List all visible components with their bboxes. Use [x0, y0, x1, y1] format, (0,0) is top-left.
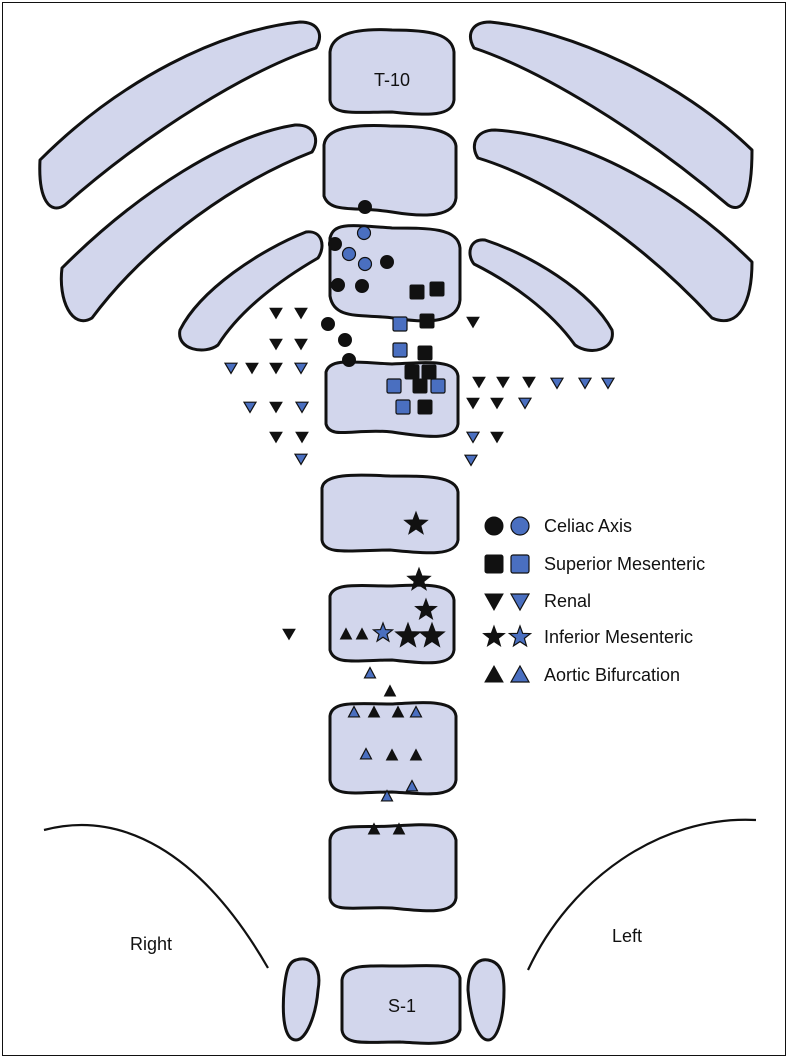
marker-renal-blue: [295, 454, 307, 464]
marker-renal-blue: [551, 378, 563, 388]
legend-renal-blue-marker: [511, 594, 529, 610]
marker-superior-mesenteric-black: [405, 365, 419, 379]
marker-renal-black: [491, 432, 503, 442]
legend-superior-blue-marker: [511, 555, 529, 573]
marker-celiac-black: [381, 256, 394, 269]
vertebra-t12: [330, 226, 460, 321]
label-s1: S-1: [388, 996, 416, 1016]
legend-label-inferior-mesenteric: Inferior Mesenteric: [544, 627, 693, 647]
marker-superior-mesenteric-black: [418, 346, 432, 360]
marker-celiac-blue: [358, 227, 371, 240]
legend-item-inferior-mesenteric: Inferior Mesenteric: [484, 626, 694, 647]
marker-superior-mesenteric-blue: [431, 379, 445, 393]
marker-renal-blue: [244, 402, 256, 412]
marker-celiac-black: [329, 238, 342, 251]
marker-celiac-black: [322, 318, 335, 331]
sacral-wing-left: [468, 960, 504, 1040]
marker-renal-blue: [519, 398, 531, 408]
legend-item-superior-mesenteric: Superior Mesenteric: [485, 554, 705, 574]
legend-item-celiac-axis: Celiac Axis: [485, 516, 632, 536]
legend-label-aortic-bifurcation: Aortic Bifurcation: [544, 665, 680, 685]
rib-left-3: [470, 240, 612, 351]
rib-right-3: [180, 232, 322, 350]
marker-renal-blue: [296, 402, 308, 412]
legend-label-superior-mesenteric: Superior Mesenteric: [544, 554, 705, 574]
iliac-crest-left: [528, 820, 756, 970]
marker-renal-blue: [579, 378, 591, 388]
legend-item-renal: Renal: [485, 591, 591, 611]
marker-celiac-black: [339, 334, 352, 347]
marker-celiac-black: [359, 201, 372, 214]
marker-renal-black: [467, 398, 479, 408]
legend-label-celiac: Celiac Axis: [544, 516, 632, 536]
vertebra-l5: [330, 825, 456, 911]
marker-celiac-black: [332, 279, 345, 292]
marker-superior-mesenteric-blue: [393, 343, 407, 357]
marker-renal-black: [270, 339, 282, 349]
marker-renal-blue: [225, 363, 237, 373]
marker-superior-mesenteric-black: [413, 379, 427, 393]
marker-renal-black: [270, 402, 282, 412]
marker-renal-blue: [465, 455, 477, 465]
label-right: Right: [130, 934, 172, 954]
marker-renal-black: [283, 629, 295, 639]
marker-renal-black: [497, 377, 509, 387]
vertebra-l2: [322, 475, 458, 553]
vertebra-l1: [326, 362, 458, 437]
marker-superior-mesenteric-black: [420, 314, 434, 328]
label-t10: T-10: [374, 70, 410, 90]
marker-superior-mesenteric-blue: [396, 400, 410, 414]
marker-superior-mesenteric-blue: [393, 317, 407, 331]
marker-superior-mesenteric-black: [422, 365, 436, 379]
marker-celiac-blue: [359, 258, 372, 271]
marker-aortic-bifurcation-black: [385, 686, 396, 696]
legend-superior-black-marker: [485, 555, 503, 573]
marker-renal-black: [467, 317, 479, 327]
marker-renal-black: [270, 432, 282, 442]
marker-superior-mesenteric-black: [430, 282, 444, 296]
sacral-wing-right: [283, 959, 319, 1040]
marker-aortic-bifurcation-blue: [365, 668, 376, 678]
marker-superior-mesenteric-black: [418, 400, 432, 414]
marker-celiac-blue: [343, 248, 356, 261]
marker-renal-black: [246, 363, 258, 373]
legend: Celiac Axis Superior Mesenteric Renal In…: [484, 516, 706, 685]
marker-superior-mesenteric-blue: [387, 379, 401, 393]
marker-celiac-black: [343, 354, 356, 367]
legend-aortic-blue-marker: [511, 666, 529, 682]
marker-renal-blue: [467, 432, 479, 442]
vertebra-t11: [324, 126, 456, 216]
legend-inferior-blue-marker: [510, 626, 531, 646]
marker-renal-black: [491, 398, 503, 408]
marker-renal-black: [270, 363, 282, 373]
marker-superior-mesenteric-black: [410, 285, 424, 299]
marker-renal-black: [295, 339, 307, 349]
legend-aortic-black-marker: [485, 666, 503, 682]
marker-renal-black: [523, 377, 535, 387]
legend-label-renal: Renal: [544, 591, 591, 611]
marker-renal-black: [295, 308, 307, 318]
marker-renal-black: [296, 432, 308, 442]
label-left: Left: [612, 926, 642, 946]
vertebra-l3: [330, 585, 454, 663]
legend-celiac-black-marker: [485, 517, 503, 535]
marker-renal-black: [473, 377, 485, 387]
marker-renal-blue: [295, 363, 307, 373]
legend-inferior-black-marker: [484, 626, 505, 646]
marker-renal-black: [270, 308, 282, 318]
legend-celiac-blue-marker: [511, 517, 529, 535]
marker-renal-blue: [602, 378, 614, 388]
legend-renal-black-marker: [485, 594, 503, 610]
marker-celiac-black: [356, 280, 369, 293]
legend-item-aortic-bifurcation: Aortic Bifurcation: [485, 665, 680, 685]
